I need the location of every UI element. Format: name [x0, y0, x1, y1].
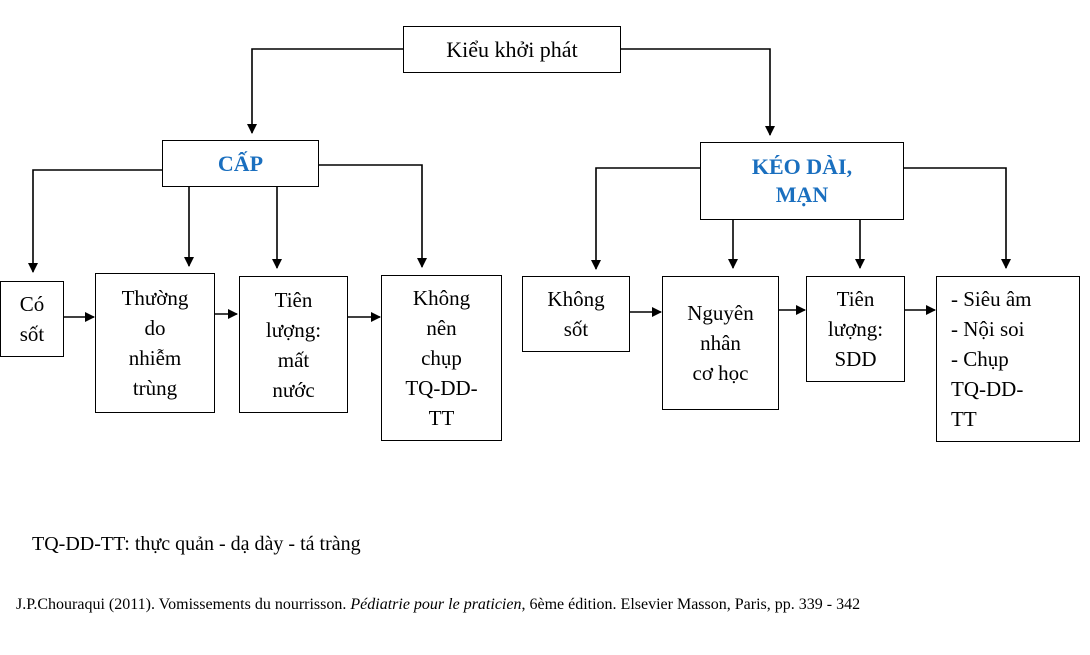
node-dehydration: Tiên lượng: mất nước: [239, 276, 348, 413]
reference: J.P.Chouraqui (2011). Vomissements du no…: [16, 594, 1076, 616]
reference-book-title: Pédiatrie pour le praticien: [350, 596, 522, 613]
node-mechanical: Nguyên nhân cơ học: [662, 276, 779, 410]
arrow-acute-to-fever: [28, 169, 162, 273]
arrow-chronic-to-investigations: [904, 167, 1011, 269]
node-malnutrition: Tiên lượng: SDD: [806, 276, 905, 382]
arrow-root-to-chronic: [621, 48, 775, 136]
arrow-chronic-to-no-fever: [591, 167, 700, 270]
connector-lines: [28, 48, 1011, 322]
node-infection: Thường do nhiễm trùng: [95, 273, 215, 413]
node-no-xray: Không nên chụp TQ-DD- TT: [381, 275, 502, 441]
node-acute: CẤP: [162, 140, 319, 187]
reference-author: J.P.Chouraqui (2011). Vomissements du no…: [16, 596, 351, 613]
reference-details: , 6ème édition. Elsevier Masson, Paris, …: [521, 596, 861, 613]
abbreviation-note: TQ-DD-TT: thực quản - dạ dày - tá tràng: [32, 533, 361, 555]
arrow-acute-to-no-xray: [319, 164, 427, 268]
node-fever: Có sốt: [0, 281, 64, 357]
arrow-root-to-acute: [247, 48, 403, 134]
node-investigations: - Siêu âm - Nội soi - Chụp TQ-DD- TT: [936, 276, 1080, 442]
node-root: Kiểu khởi phát: [403, 26, 621, 73]
node-no-fever: Không sốt: [522, 276, 630, 352]
node-chronic: KÉO DÀI, MẠN: [700, 142, 904, 220]
